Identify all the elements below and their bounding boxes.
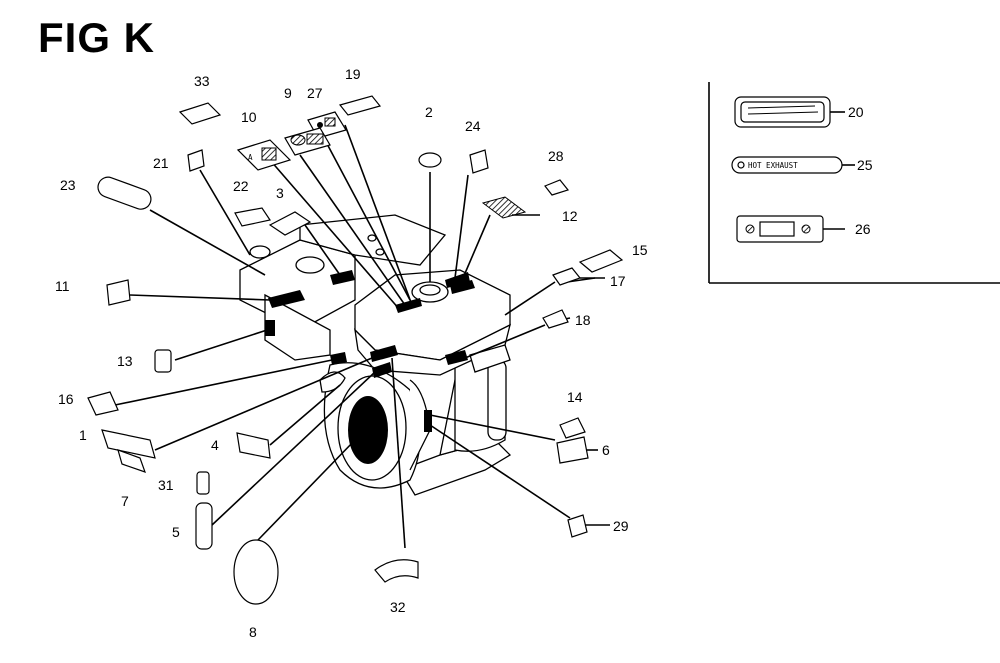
callout-32: 32 <box>390 599 406 615</box>
callout-3: 3 <box>276 185 284 201</box>
inset-part-25: HOT EXHAUST <box>731 156 843 174</box>
callout-18: 18 <box>575 312 591 328</box>
callout-31: 31 <box>158 477 174 493</box>
callout-19: 19 <box>345 66 361 82</box>
callout-17: 17 <box>610 273 626 289</box>
label-1 <box>101 429 156 459</box>
callout-2: 2 <box>425 104 433 120</box>
inset-part-20 <box>734 96 831 128</box>
label-6 <box>556 436 589 464</box>
outlet-flange <box>469 344 511 373</box>
label-3 <box>268 211 312 236</box>
label-5 <box>195 502 213 550</box>
decal-29-on-engine <box>424 410 432 432</box>
decal-13-on-engine <box>265 320 275 336</box>
decal-12-on-engine <box>450 280 475 294</box>
inset-part-26 <box>736 215 824 243</box>
callout-6: 6 <box>602 442 610 458</box>
label-2 <box>418 152 442 168</box>
callout-5: 5 <box>172 524 180 540</box>
rear-filler-neck <box>249 245 271 259</box>
label-12 <box>481 196 527 219</box>
callout-28: 28 <box>548 148 564 164</box>
callout-4: 4 <box>211 437 219 453</box>
callout-33: 33 <box>194 73 210 89</box>
decal-16-on-engine <box>330 352 347 365</box>
rear-fuel-cap <box>295 256 325 274</box>
callout-13: 13 <box>117 353 133 369</box>
label-16 <box>87 391 119 416</box>
label-32 <box>374 559 419 583</box>
callout-12: 12 <box>562 208 578 224</box>
callout-16: 16 <box>58 391 74 407</box>
callout-10: 10 <box>241 109 257 125</box>
callout-numbers: 1 2 3 4 5 6 7 8 9 10 11 12 13 14 15 16 1… <box>55 66 873 640</box>
decal-11-on-engine <box>268 290 305 308</box>
label-9 <box>284 127 331 156</box>
label-10-letter: A <box>248 153 253 162</box>
label-18 <box>542 309 569 329</box>
label-13 <box>154 349 172 373</box>
label-8 <box>233 539 279 605</box>
decal-3-on-engine <box>330 270 355 285</box>
label-22 <box>234 207 271 227</box>
label-21 <box>187 149 205 172</box>
callout-11: 11 <box>55 278 70 294</box>
label-11 <box>106 279 131 306</box>
callout-14: 14 <box>567 389 583 405</box>
decal-9-on-engine <box>395 298 422 313</box>
decal-18-on-engine <box>445 350 468 365</box>
label-28 <box>544 179 570 196</box>
label-19 <box>338 95 382 116</box>
callout-1: 1 <box>79 427 87 443</box>
front-fuel-cap-center <box>419 284 441 296</box>
label-17 <box>552 267 581 286</box>
callout-15: 15 <box>632 242 648 258</box>
decal-1-on-engine <box>370 345 398 362</box>
decal-5-on-engine <box>372 362 392 378</box>
label-29 <box>567 514 588 538</box>
callout-9: 9 <box>284 85 292 101</box>
callout-23: 23 <box>60 177 76 193</box>
label-31 <box>196 471 210 495</box>
label-4 <box>236 432 271 459</box>
callout-25: 25 <box>857 157 873 173</box>
callout-24: 24 <box>465 118 481 134</box>
label-14 <box>559 417 586 439</box>
figure-title: FIG K <box>38 14 155 61</box>
callout-27: 27 <box>307 85 323 101</box>
engine-decals <box>265 270 475 432</box>
callout-20: 20 <box>848 104 864 120</box>
label-23 <box>97 176 152 210</box>
callout-22: 22 <box>233 178 249 194</box>
engine-body <box>239 214 512 496</box>
callout-29: 29 <box>613 518 629 534</box>
label-10: A <box>236 139 292 171</box>
inset-panel: HOT EXHAUST <box>708 82 1000 284</box>
loose-labels: A <box>87 95 624 605</box>
label-15 <box>578 249 624 273</box>
callout-26: 26 <box>855 221 871 237</box>
label-7 <box>117 449 146 473</box>
cover-bolt-1 <box>367 234 377 242</box>
leader-lines <box>114 124 610 549</box>
callout-21: 21 <box>153 155 169 171</box>
callout-8: 8 <box>249 624 257 640</box>
callout-7: 7 <box>121 493 129 509</box>
recoil-hub <box>348 396 388 464</box>
label-33 <box>178 102 222 125</box>
inset-part-25-text: HOT EXHAUST <box>748 161 798 170</box>
label-24 <box>469 149 489 174</box>
